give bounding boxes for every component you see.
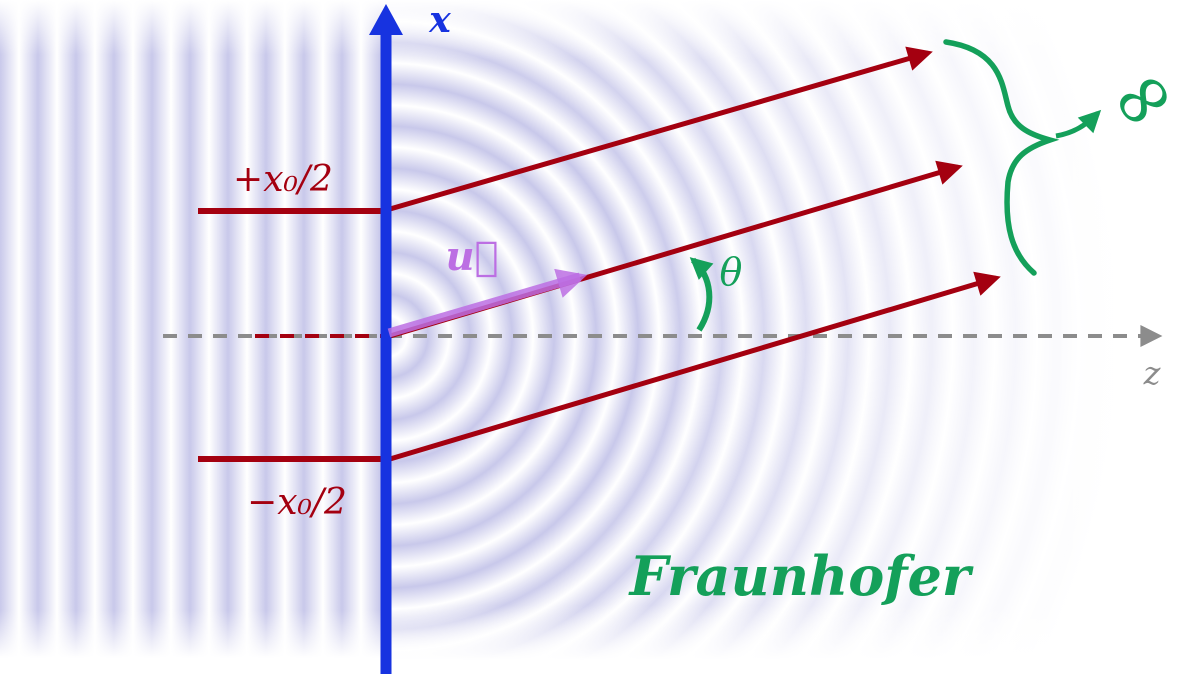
x-axis-label: x bbox=[428, 0, 451, 41]
rays-curly-brace bbox=[943, 39, 1060, 276]
regime-caption: Fraunhofer bbox=[628, 544, 974, 608]
slit-bottom-label: −x₀/2 bbox=[247, 482, 347, 523]
infinity-symbol: ∞ bbox=[1089, 43, 1194, 154]
z-axis-label: z bbox=[1143, 354, 1162, 392]
slit-top-label: +x₀/2 bbox=[233, 159, 333, 200]
angle-theta-arc bbox=[689, 257, 714, 332]
x-axis-arrowhead bbox=[369, 4, 403, 35]
diffracted-ray-top bbox=[389, 46, 933, 212]
angle-theta-label: θ bbox=[720, 250, 743, 294]
to-infinity-arrow bbox=[1055, 109, 1102, 139]
wavevector-u-arrow bbox=[387, 268, 588, 338]
diffracted-ray-bottom bbox=[389, 271, 1001, 462]
wavevector-u-label: u⃗ bbox=[445, 233, 498, 280]
